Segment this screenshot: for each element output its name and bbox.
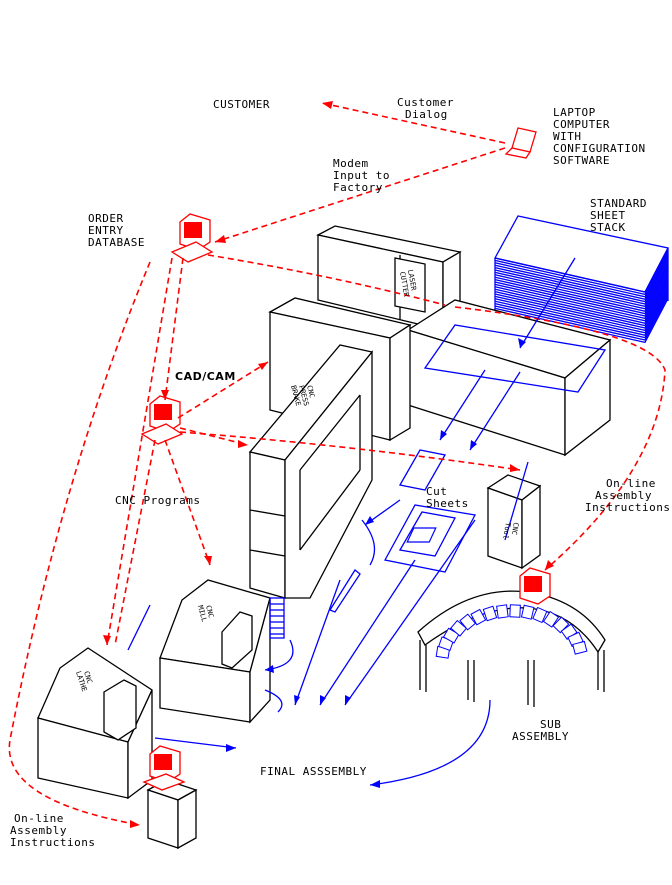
label-modem-2: Input to	[333, 169, 390, 182]
sheet-stack	[494, 215, 669, 344]
sheet-layer	[494, 276, 669, 322]
computer-subassembly-icon	[519, 567, 551, 605]
label-laptop-1: LAPTOP	[553, 106, 596, 119]
label-lathe-1: CNC	[82, 670, 94, 685]
sub-assembly-table	[417, 590, 606, 707]
label-customer: CUSTOMER	[213, 98, 270, 111]
sheet-layer	[494, 283, 669, 329]
laptop-icon	[504, 127, 537, 159]
label-press-1: CNC	[305, 384, 316, 398]
label-cnc-tool-1: CNC	[510, 522, 520, 536]
parts-bin	[450, 619, 468, 637]
diagram-labels: CUSTOMER Customer Dialog LAPTOP COMPUTER…	[10, 96, 670, 849]
label-cnc-programs: CNC Programs	[115, 494, 200, 507]
label-laser-1: LASER	[406, 269, 418, 292]
data-flow-lines	[8, 101, 666, 828]
sheet-layer	[494, 250, 669, 296]
cut-sheet-plates	[384, 449, 476, 573]
label-online-right-3: Instructions	[585, 501, 670, 514]
parts-bin	[470, 608, 487, 626]
sheet-layer	[494, 262, 669, 308]
computer-final-icon	[142, 745, 186, 791]
computer-cadcam-icon	[140, 395, 184, 445]
label-laptop-3: WITH	[553, 130, 582, 143]
label-cadcam: CAD/CAM	[175, 370, 236, 383]
material-flow-lines	[154, 257, 576, 788]
label-laptop-4: CONFIGURATION	[553, 142, 646, 155]
label-laptop-5: SOFTWARE	[553, 154, 610, 167]
sheet-layer	[494, 254, 669, 300]
cnc-tool-cabinet	[486, 461, 542, 570]
label-cnc-tool-2: Tool	[501, 522, 512, 540]
label-online-left-2: Assembly	[10, 824, 67, 837]
sheet-layer	[494, 288, 669, 334]
label-mill-1: CNC	[204, 604, 215, 618]
cnc-mill	[159, 579, 285, 724]
parts-bin	[572, 640, 588, 655]
label-order-2: ENTRY	[88, 224, 124, 237]
sheet-layer	[494, 278, 669, 324]
label-sheet-1: STANDARD	[590, 197, 647, 210]
parts-bin	[520, 604, 535, 620]
sheet-layer	[494, 259, 669, 305]
sheet-layer	[494, 274, 669, 320]
label-sheet-2: SHEET	[590, 209, 626, 222]
cabinet-bottom-left	[146, 779, 198, 850]
label-cut-sheets-2: Sheets	[426, 497, 469, 510]
label-cut-sheets-1: Cut	[426, 485, 447, 498]
sheet-layer	[494, 252, 669, 298]
label-online-right-2: Assembly	[595, 489, 652, 502]
label-customer-dialog-1: Customer	[397, 96, 454, 109]
parts-bin	[459, 613, 477, 631]
sheet-layer	[494, 257, 669, 303]
cnc-lathe	[37, 604, 153, 800]
label-sheet-3: STACK	[590, 221, 626, 234]
sheet-layer	[494, 281, 669, 327]
label-modem-1: Modem	[333, 157, 369, 170]
label-final: FINAL ASSSEMBLY	[260, 765, 367, 778]
label-modem-3: Factory	[333, 181, 383, 194]
label-sub-2: ASSEMBLY	[512, 730, 569, 743]
parts-bin	[532, 606, 548, 624]
sheet-layer	[494, 264, 669, 310]
label-online-left-1: On-line	[14, 812, 64, 825]
parts-bin	[482, 605, 498, 622]
sheet-layer	[494, 266, 669, 312]
label-online-right-1: On-line	[606, 477, 656, 490]
sheet-layer	[494, 295, 669, 341]
parts-bin	[509, 604, 521, 618]
parts-bin	[542, 610, 560, 628]
laser-cutter	[316, 225, 612, 457]
sheet-layer	[494, 271, 669, 317]
label-sub-1: SUB	[540, 718, 561, 731]
label-order-3: DATABASE	[88, 236, 145, 249]
parts-bin	[496, 604, 509, 619]
sheet-layer	[494, 290, 669, 336]
sheet-layer	[494, 269, 669, 315]
label-customer-dialog-2: Dialog	[405, 108, 448, 121]
cnc-press-brake	[248, 344, 374, 599]
label-order-1: ORDER	[88, 212, 124, 225]
label-online-left-3: Instructions	[10, 836, 95, 849]
computer-order-entry-icon	[170, 213, 214, 263]
label-laptop-2: COMPUTER	[553, 118, 610, 131]
sheet-layer	[494, 293, 669, 339]
